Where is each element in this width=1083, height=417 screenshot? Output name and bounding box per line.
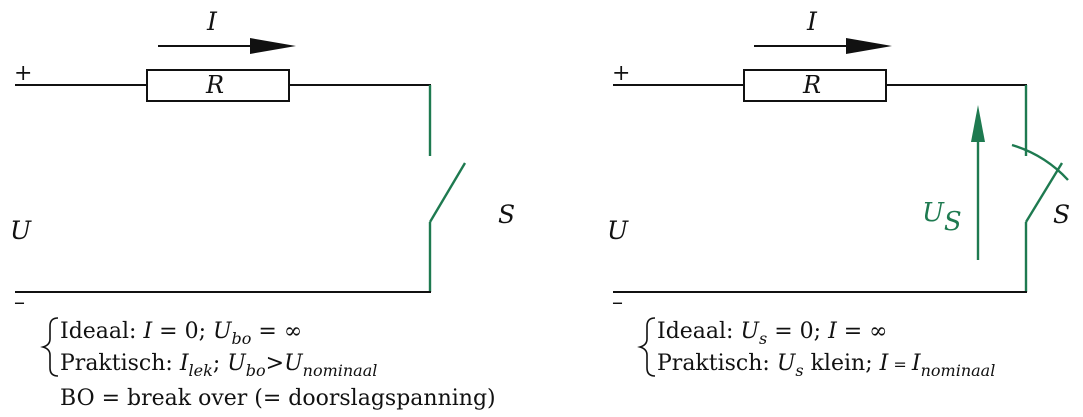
left-practical-u-sub: bo <box>246 361 266 380</box>
right-ideal-label: Ideaal: <box>657 319 740 344</box>
left-practical-u2: U <box>284 351 304 376</box>
left-circuit: I R + S – U Ideaal: I = 0; Ubo = ∞ Prakt… <box>10 7 515 411</box>
left-minus-label: – <box>14 290 25 315</box>
right-brace <box>637 317 656 377</box>
right-switch-voltage-u: U <box>922 198 945 228</box>
right-current-label: I <box>806 7 818 36</box>
left-bo-note: BO = break over (= doorslagspanning) <box>60 386 496 411</box>
left-switch-label: S <box>498 200 515 229</box>
left-practical-i-sub: lek <box>189 361 213 380</box>
left-practical-u2-sub: nominaal <box>303 361 378 380</box>
right-ideal-i: I <box>827 319 838 344</box>
left-plus-label: + <box>14 61 32 86</box>
left-voltage-label: U <box>10 216 32 245</box>
right-switch-blade <box>1024 162 1064 223</box>
right-practical-line: Praktisch: Us klein; I = Inominaal <box>657 351 995 380</box>
right-switch-voltage-label: US <box>922 198 962 237</box>
left-practical-u: U <box>227 351 247 376</box>
right-plus-label: + <box>612 61 630 86</box>
right-minus-label: – <box>612 290 623 315</box>
left-ideal-u: U <box>213 319 233 344</box>
left-resistor-label: R <box>205 71 224 99</box>
right-ideal-u-sub: s <box>759 329 767 348</box>
left-practical-line: Praktisch: Ilek; Ubo>Unominaal <box>60 351 377 380</box>
left-practical-sep: ; <box>213 351 227 376</box>
right-practical-i2: I <box>911 351 922 376</box>
right-practical-eq: = <box>888 355 912 374</box>
right-ideal-eq2: = ∞ <box>837 319 888 344</box>
right-switch-label: S <box>1053 200 1070 229</box>
left-current-arrowhead <box>250 38 296 54</box>
right-current-arrowhead <box>846 38 892 54</box>
right-practical-label: Praktisch: <box>657 351 777 376</box>
right-ideal-u: U <box>740 319 760 344</box>
left-ideal-eq2: = ∞ <box>251 319 302 344</box>
right-practical-i2-sub: nominaal <box>921 361 996 380</box>
left-brace <box>40 317 59 377</box>
right-switch-voltage-arrowhead <box>971 105 985 142</box>
left-current-label: I <box>206 7 218 36</box>
left-ideal-i: I <box>142 319 153 344</box>
left-ideal-line: Ideaal: I = 0; Ubo = ∞ <box>60 319 302 348</box>
right-practical-i: I <box>879 351 890 376</box>
left-practical-i: I <box>179 351 190 376</box>
right-switch-voltage-sub: S <box>944 207 962 237</box>
left-switch-blade <box>428 162 467 223</box>
left-ideal-u-sub: bo <box>232 329 252 348</box>
right-practical-u: U <box>777 351 797 376</box>
right-voltage-label: U <box>607 216 629 245</box>
right-practical-u-sub: s <box>795 361 803 380</box>
left-ideal-label: Ideaal: <box>60 319 143 344</box>
right-switch-arc <box>1011 143 1069 181</box>
right-ideal-eq1: = 0; <box>767 319 828 344</box>
left-ideal-eq1: = 0; <box>152 319 213 344</box>
left-practical-gt: > <box>266 351 284 376</box>
right-resistor-label: R <box>802 71 821 99</box>
right-circuit: I R + S US – U Ideaal: Us = 0; I = ∞ <box>607 7 1070 380</box>
left-practical-label: Praktisch: <box>60 351 180 376</box>
right-ideal-line: Ideaal: Us = 0; I = ∞ <box>657 319 888 348</box>
right-practical-klein: klein; <box>804 351 880 376</box>
